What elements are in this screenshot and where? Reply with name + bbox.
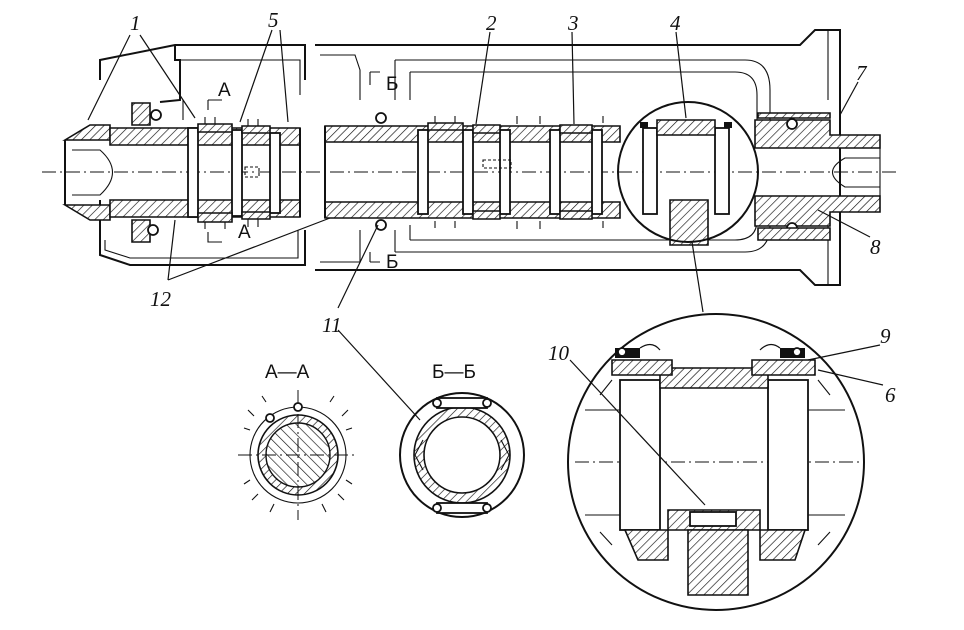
callout-numbers: 1 5 2 3 4 7 8 12 11 10 9 6 xyxy=(130,8,896,407)
section-mark-a-top: А xyxy=(218,80,231,101)
leader-lines xyxy=(87,29,884,506)
callout-8: 8 xyxy=(870,235,881,259)
callout-4: 4 xyxy=(670,11,681,35)
callout-2: 2 xyxy=(486,11,497,35)
gearbox-housing xyxy=(99,29,841,286)
callout-11: 11 xyxy=(322,313,341,337)
section-mark-b-bottom: Б xyxy=(386,252,398,273)
callout-9: 9 xyxy=(880,324,891,348)
section-mark-b-top: Б xyxy=(386,74,398,95)
callout-1: 1 xyxy=(130,11,141,35)
callout-5: 5 xyxy=(268,8,279,32)
enlarged-detail-view xyxy=(567,313,865,611)
detail-circle-small xyxy=(617,101,759,243)
callout-3: 3 xyxy=(567,11,579,35)
section-mark-a-bottom: А xyxy=(238,222,251,243)
section-a-a-label: А—А xyxy=(265,362,310,383)
callout-12: 12 xyxy=(150,287,172,311)
section-b-b-label: Б—Б xyxy=(432,362,476,383)
section-marks: А А Б Б xyxy=(207,71,398,273)
callout-10: 10 xyxy=(548,341,570,365)
gear-set xyxy=(187,116,732,246)
section-b-b-view: Б—Б xyxy=(399,362,525,518)
section-a-a-view: А—А xyxy=(238,362,358,520)
callout-6: 6 xyxy=(885,383,896,407)
callout-7: 7 xyxy=(856,61,868,85)
